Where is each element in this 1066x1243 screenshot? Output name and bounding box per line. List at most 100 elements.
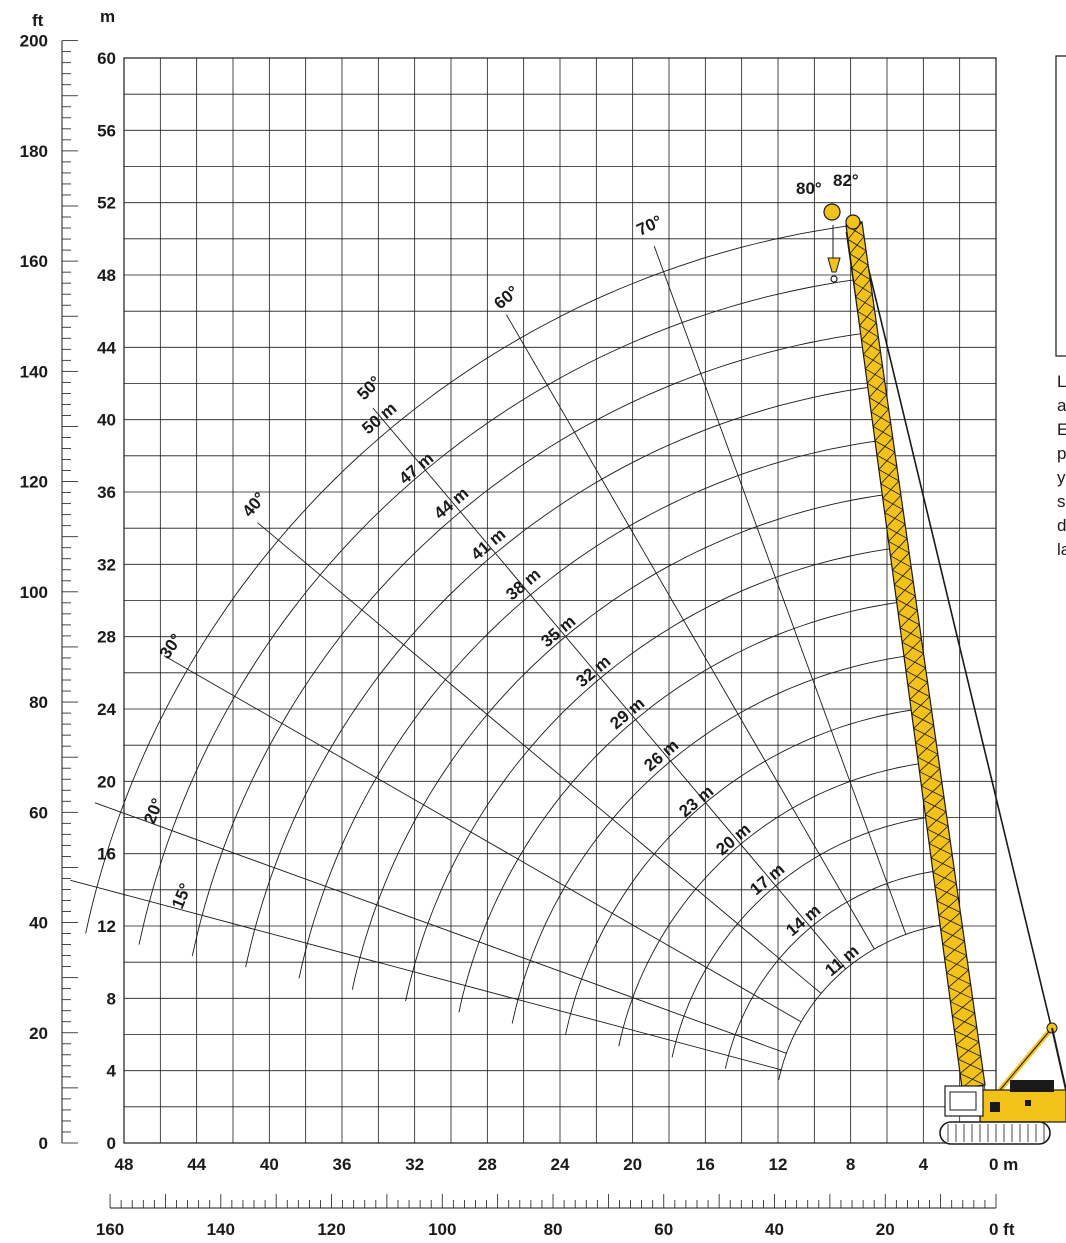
x-axis-m-tick-label: 28 [478,1155,497,1174]
boom-angle-label: 82° [833,171,859,190]
boom-brace [870,394,887,413]
x-axis-m-tick-label: 48 [115,1155,134,1174]
boom-angle-line [257,522,822,994]
boom-brace [959,1055,982,1074]
y-axis-m-tick-label: 12 [97,917,116,936]
boom-length-arc [618,762,924,1047]
boom-length-arc [458,601,901,1013]
boom-brace [859,308,875,326]
boom-brace [895,581,914,600]
y-axis-ft-tick-label: 180 [20,142,48,161]
boom-brace [899,610,918,629]
side-text-line: a [1057,396,1066,415]
boom-angle-label: 60° [490,282,522,313]
x-axis-ft-tick-label: 120 [317,1220,345,1239]
boom-brace [888,523,906,542]
y-axis-m-tick-label: 60 [97,49,116,68]
boom-brace [942,926,963,945]
boom-length-arc [138,279,856,945]
boom-length-arc [85,225,848,934]
boom-brace [894,566,912,585]
y-axis-m-tick-label: 28 [97,628,116,647]
boom-brace [936,883,957,902]
y-axis-ft-tick-label: 200 [20,32,48,51]
x-axis-ft-tick-label: 40 [765,1220,784,1239]
y-axis-m-tick-label: 20 [97,772,116,791]
m-unit-label: m [100,7,115,26]
boom-brace [876,437,894,456]
y-axis-m-tick-label: 16 [97,845,116,864]
boom-angle-line [163,655,802,1023]
x-axis-m-tick-label: 12 [769,1155,788,1174]
boom-angle-label: 20° [140,795,167,826]
y-axis-ft-tick-label: 80 [29,693,48,712]
x-axis-m-tick-label: 24 [551,1155,570,1174]
boom-brace [874,423,891,442]
x-axis-ft-tick-label: 80 [544,1220,563,1239]
side-text-line: s [1057,492,1066,511]
boom-brace [901,624,920,643]
boom-length-arc [671,816,932,1058]
boom-brace [932,854,953,873]
y-axis-m-tick-label: 56 [97,121,116,140]
x-axis-m-tick-label: 40 [260,1155,279,1174]
boom-length-label: 23 m [675,782,717,821]
boom-brace [905,653,924,672]
boom-brace [884,495,902,513]
boom-length-label: 32 m [572,652,614,691]
boom-brace [940,912,961,931]
boom-brace [928,825,949,844]
x-axis-m-tick-label: 20 [623,1155,642,1174]
boom-brace [903,638,922,657]
boom-length-arcs [85,225,947,1081]
boom-length-arc [778,923,947,1081]
boom-brace [892,552,910,571]
boom-brace [938,897,959,916]
boom-brace [957,1041,980,1060]
y-axis-ft-tick-label: 20 [29,1024,48,1043]
boom-brace [882,480,900,499]
boom-brace [878,451,896,470]
boom-brace [961,1070,984,1089]
boom-brace [913,710,932,729]
boom-brace [946,955,967,974]
boom-brace [897,595,916,614]
x-axis-m-tick-label: 4 [919,1155,929,1174]
boom-brace [907,667,926,686]
x-axis-m-tick-label: 36 [333,1155,352,1174]
boom-brace [934,868,955,887]
boom-brace [930,840,951,859]
boom-length-arc [511,655,909,1024]
boom-angle-line [506,314,875,950]
boom-angle-label: 50° [353,372,385,404]
crawler-crane-illustration [823,203,1066,1145]
boom-angle-lines [70,246,907,1071]
boom-angle-label: 15° [168,880,195,911]
boom-brace [861,322,877,341]
x-axis-m-tick-label: 16 [696,1155,715,1174]
boom-length-arc [565,708,917,1035]
boom-brace [880,466,898,485]
legend-box [1055,55,1066,357]
boom-brace [923,782,943,801]
y-axis-ft-tick-label: 60 [29,803,48,822]
boom-brace [954,1012,976,1031]
x-axis-ft-tick-label: 100 [428,1220,456,1239]
boom-brace [849,236,865,255]
y-axis-m-tick-label: 24 [97,700,116,719]
grid [123,57,997,1144]
boom-length-arc [245,386,871,968]
boom-brace [855,279,871,298]
y-axis-ft-tick-label: 120 [20,473,48,492]
boom-brace [866,365,883,384]
x-axis-ft-tick-label: 140 [207,1220,235,1239]
y-axis-ft-tick-label: 100 [20,583,48,602]
boom-length-arc [298,440,879,979]
side-text-line: L [1057,372,1066,391]
boom-brace [952,998,973,1017]
boom-length-arc [724,870,939,1069]
y-axis-m-tick-label: 52 [97,194,116,213]
y-axis-ft-tick-label: 0 [39,1134,48,1153]
boom-brace [919,753,939,772]
